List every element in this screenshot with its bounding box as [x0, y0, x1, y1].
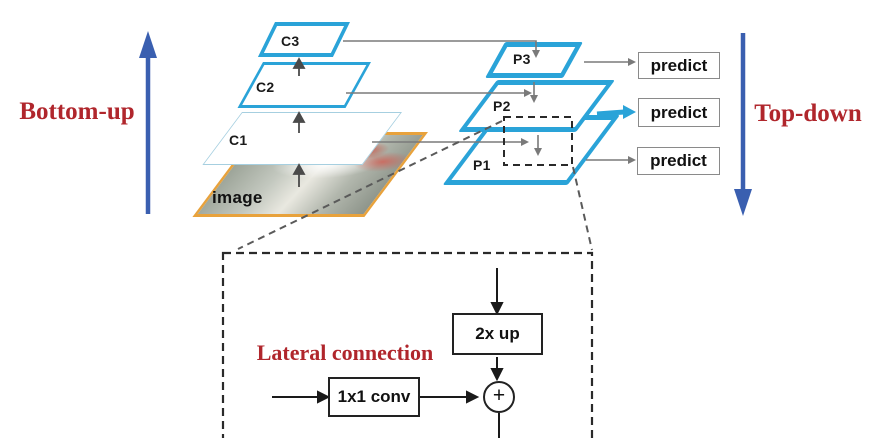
- label-c2: C2: [256, 79, 275, 95]
- predict-box-p3: predict: [638, 52, 720, 79]
- label-p3: P3: [513, 51, 531, 67]
- label-p2: P2: [493, 98, 511, 114]
- label-image: image: [212, 188, 263, 207]
- conv-1x1-box: 1x1 conv: [328, 377, 420, 417]
- label-p1: P1: [473, 157, 491, 173]
- label-c3: C3: [281, 33, 300, 49]
- top-down-arrow: [734, 33, 752, 216]
- predict-box-p2: predict: [638, 98, 720, 127]
- layer-p3: [485, 42, 583, 78]
- upsample-2x-box: 2x up: [452, 313, 543, 355]
- label-c1: C1: [229, 132, 248, 148]
- top-down-label: Top-down: [754, 100, 862, 127]
- elementwise-add-circle: +: [483, 381, 515, 413]
- bottom-up-label: Bottom-up: [19, 98, 135, 125]
- layer-c3: [257, 22, 350, 57]
- predict-box-p1: predict: [637, 147, 720, 175]
- lateral-connection-label: Lateral connection: [256, 340, 434, 365]
